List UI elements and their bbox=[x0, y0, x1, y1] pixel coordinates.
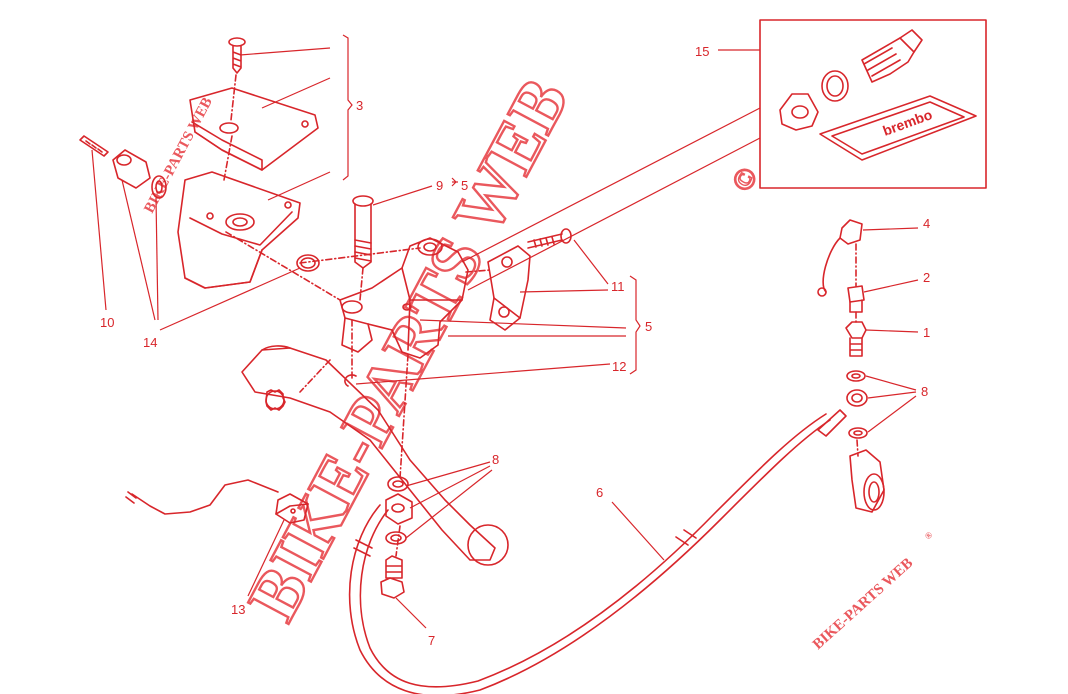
reservoir-cover bbox=[189, 87, 319, 171]
callout-8-slave: 8 bbox=[921, 384, 928, 399]
callout-13: 13 bbox=[231, 602, 245, 617]
callout-1: 1 bbox=[923, 325, 930, 340]
callout-labels: 1 2 3 4 5 5 6 7 8 8 9 10 11 12 13 14 15 bbox=[100, 44, 930, 648]
clutch-hose bbox=[348, 409, 847, 694]
reservoir-screw bbox=[79, 135, 109, 157]
hose-fitting bbox=[112, 149, 151, 189]
callout-5-pivot: 5 bbox=[461, 178, 468, 193]
watermark-small-top: BIKE-PARTS WEB bbox=[141, 95, 215, 216]
lower-banjo-assembly bbox=[380, 476, 413, 599]
callout-10: 10 bbox=[100, 315, 114, 330]
callout-2: 2 bbox=[923, 270, 930, 285]
clutch-switch bbox=[125, 479, 309, 524]
leader-lines bbox=[91, 34, 919, 629]
clutch-lever bbox=[241, 345, 509, 566]
callout-15: 15 bbox=[695, 44, 709, 59]
callout-9: 9 bbox=[436, 178, 443, 193]
circlip bbox=[344, 374, 357, 387]
repair-kit-box: brembo bbox=[759, 19, 987, 189]
callout-12: 12 bbox=[612, 359, 626, 374]
reservoir-body bbox=[177, 171, 301, 289]
cover-screw bbox=[228, 37, 246, 74]
callout-5-body: 5 bbox=[645, 319, 652, 334]
master-cylinder-body bbox=[339, 237, 469, 359]
callout-8-lower: 8 bbox=[492, 452, 499, 467]
fitting-washer bbox=[151, 175, 167, 199]
watermark-main-copyright: © bbox=[725, 162, 765, 197]
watermark-small-bottom: BIKE-PARTS WEB bbox=[810, 555, 916, 653]
assembly-lines bbox=[223, 74, 859, 557]
handlebar-clamp bbox=[487, 245, 531, 331]
callout-4: 4 bbox=[923, 216, 930, 231]
watermark-layer: BIKE-PARTS WEB © BIKE-PARTS WEB BIKE-PAR… bbox=[141, 66, 935, 653]
callout-11: 11 bbox=[611, 279, 625, 294]
callout-14: 14 bbox=[143, 335, 157, 350]
pivot-bolt bbox=[352, 195, 374, 269]
callout-6: 6 bbox=[596, 485, 603, 500]
watermark-small-registered: ® bbox=[923, 529, 935, 541]
callout-3: 3 bbox=[356, 98, 363, 113]
clamp-bolt bbox=[527, 228, 572, 249]
slave-cylinder-parts bbox=[817, 219, 885, 513]
callout-7: 7 bbox=[428, 633, 435, 648]
